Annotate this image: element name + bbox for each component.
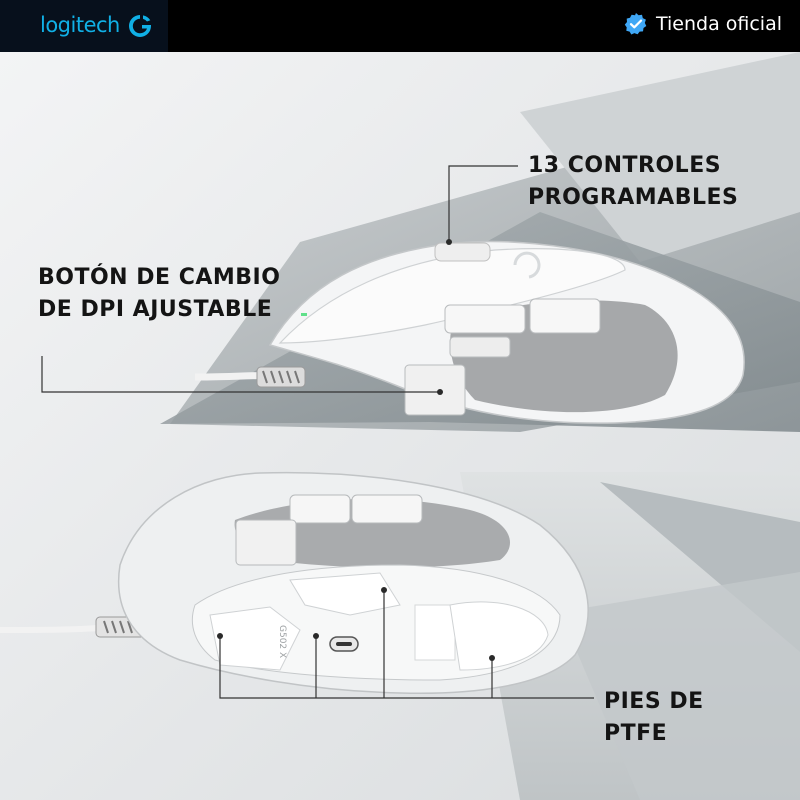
- callout-programmable-controls: 13 CONTROLES PROGRAMABLES: [528, 150, 738, 214]
- verified-check-icon: [624, 13, 647, 35]
- callout-controls-line2: PROGRAMABLES: [528, 185, 739, 210]
- callout-feet-line2: PTFE: [604, 721, 668, 746]
- brand-wordmark: logitech: [40, 13, 120, 37]
- header-bar: logitech Tienda oficial: [0, 0, 800, 52]
- mouse-side-view: [195, 240, 745, 424]
- official-store-badge[interactable]: Tienda oficial: [624, 12, 782, 36]
- brand-logo[interactable]: logitech: [0, 0, 168, 52]
- official-store-label: Tienda oficial: [655, 13, 782, 35]
- callout-ptfe-feet: PIES DE PTFE: [604, 686, 704, 750]
- callout-dpi-button: BOTÓN DE CAMBIO DE DPI AJUSTABLE: [38, 262, 280, 326]
- callout-feet-line1: PIES DE: [604, 689, 704, 714]
- logitech-g-icon: [129, 15, 151, 37]
- callout-controls-line1: 13 CONTROLES: [528, 153, 722, 178]
- model-marking: G502 X: [277, 625, 287, 658]
- callout-dpi-line1: BOTÓN DE CAMBIO: [38, 265, 281, 290]
- mouse-bottom-view: G502 X: [0, 471, 589, 695]
- callout-dpi-line2: DE DPI AJUSTABLE: [38, 297, 273, 322]
